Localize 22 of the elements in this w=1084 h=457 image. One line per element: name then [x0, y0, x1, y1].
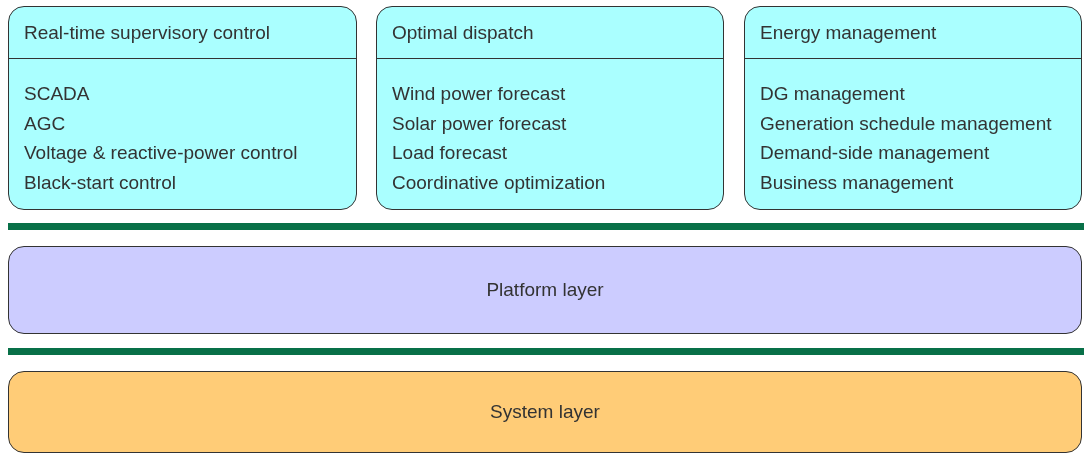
function-item: Wind power forecast	[392, 82, 567, 106]
layer-label: System layer	[490, 401, 600, 423]
function-item: Load forecast	[392, 141, 509, 165]
card-heading: Optimal dispatch	[377, 7, 723, 59]
function-item: Black-start control	[24, 170, 178, 195]
function-item: AGC	[24, 111, 67, 136]
layer-label: Platform layer	[486, 279, 604, 301]
function-item: Generation schedule management	[760, 111, 1053, 136]
function-item: Coordinative optimization	[392, 170, 607, 195]
layer-band	[8, 246, 1082, 334]
function-item: Demand-side management	[760, 141, 991, 165]
function-item: Business management	[760, 170, 955, 195]
card-heading: Energy management	[745, 7, 1081, 59]
card-heading: Real-time supervisory control	[9, 7, 356, 59]
module-card	[8, 6, 357, 210]
function-item: Solar power forecast	[392, 111, 568, 136]
layer-band	[8, 371, 1082, 453]
module-card	[744, 6, 1082, 210]
module-card	[376, 6, 724, 210]
function-item: Voltage & reactive-power control	[24, 141, 299, 165]
function-item: DG management	[760, 82, 906, 106]
function-item: SCADA	[24, 82, 91, 106]
